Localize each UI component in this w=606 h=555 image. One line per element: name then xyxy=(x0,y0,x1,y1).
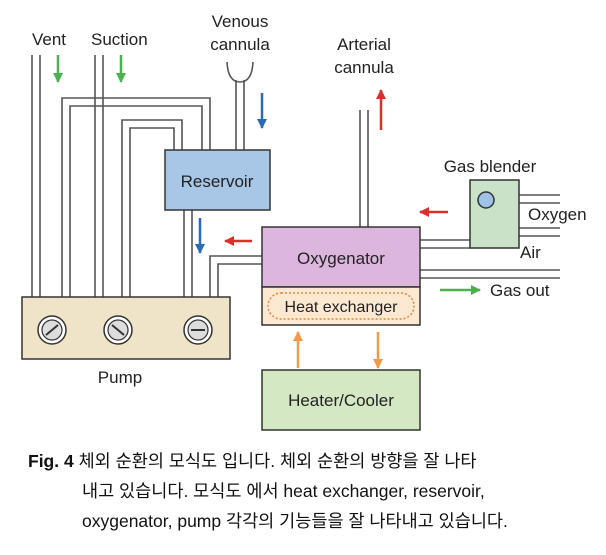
pump-return-tube xyxy=(61,97,211,320)
arterial-cannula-label-2: cannula xyxy=(334,58,394,77)
pump-return-tube-2 xyxy=(121,119,183,320)
flow-arrows xyxy=(53,55,481,369)
heater-cooler-label: Heater/Cooler xyxy=(288,391,394,410)
air-label: Air xyxy=(520,243,541,262)
pump-roller-1 xyxy=(37,315,67,345)
pump: Pump xyxy=(21,296,231,387)
figure-label: Fig. 4 xyxy=(28,451,74,471)
gas-blender: Gas blender xyxy=(444,157,537,249)
caption-line-2: 내고 있습니다. 모식도 에서 heat exchanger, reservoi… xyxy=(82,481,485,501)
reservoir-label: Reservoir xyxy=(181,172,254,191)
tubing xyxy=(31,55,560,320)
venous-cannula-label-1: Venous xyxy=(212,12,269,31)
heater-cooler: Heater/Cooler xyxy=(261,369,421,431)
gas-out-line xyxy=(420,269,560,279)
suction-tube xyxy=(94,55,104,320)
venous-cannula-tube xyxy=(235,80,245,150)
oxygenator-label: Oxygenator xyxy=(297,249,385,268)
pump-label: Pump xyxy=(98,368,142,387)
venous-cannula-label-2: cannula xyxy=(210,35,270,54)
oxygen-label: Oxygen xyxy=(528,205,587,224)
pump-roller-2 xyxy=(103,315,133,345)
figure-caption: Fig. 4 체외 순환의 모식도 입니다. 체외 순환의 방향을 잘 나타 내… xyxy=(28,446,588,536)
gas-blender-label: Gas blender xyxy=(444,157,537,176)
heat-exchanger-label: Heat exchanger xyxy=(285,299,399,316)
diagram-labels: Vent Suction Venous cannula Arterial can… xyxy=(32,12,587,300)
gas-out-label: Gas out xyxy=(490,281,550,300)
suction-label: Suction xyxy=(91,30,148,49)
cardiopulmonary-bypass-diagram: Reservoir Oxygenator Heat exchanger Pump xyxy=(21,12,587,431)
oxygenator: Oxygenator xyxy=(261,226,421,288)
arterial-cannula-label-1: Arterial xyxy=(337,35,391,54)
venous-cannula-tip xyxy=(226,61,254,83)
blender-to-oxygenator-line xyxy=(420,239,470,249)
oxygen-line xyxy=(519,194,560,204)
gas-blender-dial-icon xyxy=(477,191,495,209)
heat-exchanger: Heat exchanger xyxy=(261,286,421,326)
arterial-cannula-tube xyxy=(359,110,369,227)
caption-line-3: oxygenator, pump 각각의 기능들을 잘 나타내고 있습니다. xyxy=(82,511,508,531)
caption-line-1: Fig. 4 체외 순환의 모식도 입니다. 체외 순환의 방향을 잘 나타 xyxy=(28,451,477,471)
reservoir: Reservoir xyxy=(164,149,271,211)
pump-roller-3 xyxy=(183,315,213,345)
vent-tube xyxy=(31,55,41,320)
vent-label: Vent xyxy=(32,30,66,49)
